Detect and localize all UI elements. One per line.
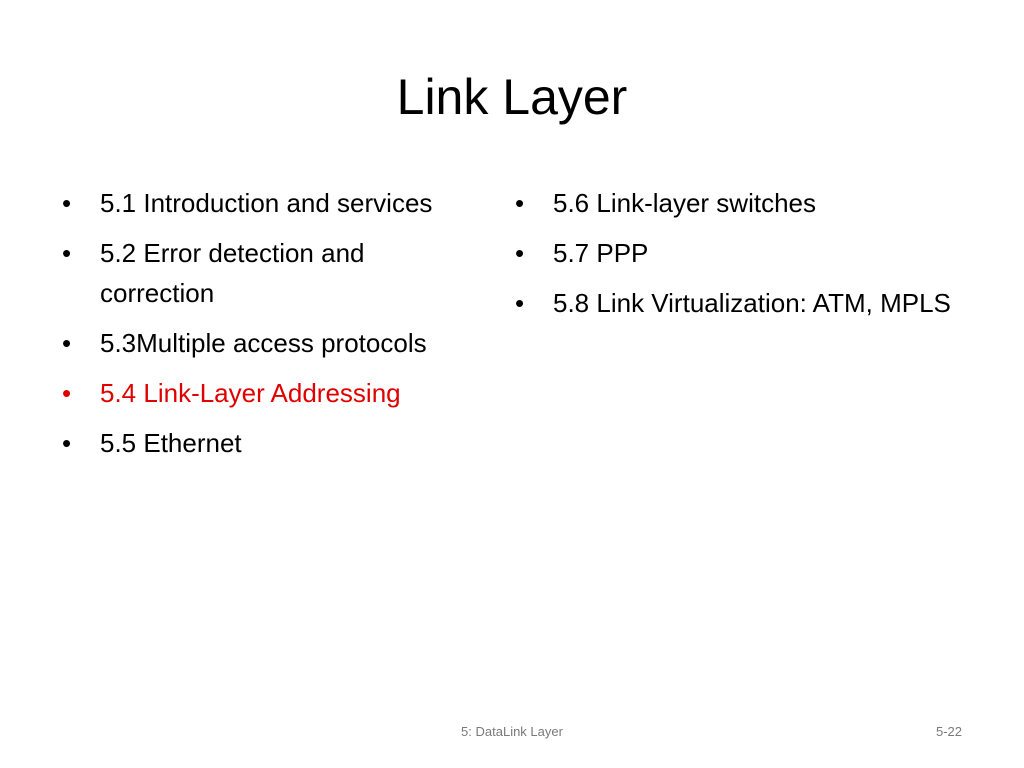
bullet-icon: •	[62, 238, 72, 268]
bullet-item: • 5.5 Ethernet	[62, 423, 482, 463]
bullet-item: • 5.2 Error detection and correction	[62, 233, 482, 313]
bullet-text: 5.4 Link-Layer Addressing	[100, 378, 401, 408]
bullet-icon: •	[515, 238, 525, 268]
bullet-icon: •	[515, 288, 525, 318]
bullet-item: • 5.8 Link Virtualization: ATM, MPLS	[515, 283, 975, 323]
bullet-text: 5.6 Link-layer switches	[553, 188, 816, 218]
bullet-icon: •	[62, 378, 72, 408]
bullet-icon: •	[62, 328, 72, 358]
right-bullet-list: • 5.6 Link-layer switches • 5.7 PPP • 5.…	[515, 183, 975, 333]
slide-title: Link Layer	[396, 69, 628, 125]
bullet-icon: •	[62, 428, 72, 458]
bullet-text: 5.3Multiple access protocols	[100, 328, 427, 358]
bullet-icon: •	[62, 188, 72, 218]
bullet-item: • 5.3Multiple access protocols	[62, 323, 482, 363]
bullet-text: 5.2 Error detection and correction	[100, 238, 365, 308]
bullet-item: • 5.6 Link-layer switches	[515, 183, 975, 223]
bullet-item: • 5.7 PPP	[515, 233, 975, 273]
slide-footer: 5: DataLink Layer	[461, 724, 563, 739]
bullet-text: 5.8 Link Virtualization: ATM, MPLS	[553, 288, 951, 318]
bullet-item-highlighted: • 5.4 Link-Layer Addressing	[62, 373, 482, 413]
bullet-text: 5.5 Ethernet	[100, 428, 242, 458]
bullet-text: 5.7 PPP	[553, 238, 649, 268]
left-bullet-list: • 5.1 Introduction and services • 5.2 Er…	[62, 183, 482, 473]
slide-number: 5-22	[935, 724, 962, 739]
bullet-item: • 5.1 Introduction and services	[62, 183, 482, 223]
bullet-text: 5.1 Introduction and services	[100, 188, 433, 218]
bullet-icon: •	[515, 188, 525, 218]
